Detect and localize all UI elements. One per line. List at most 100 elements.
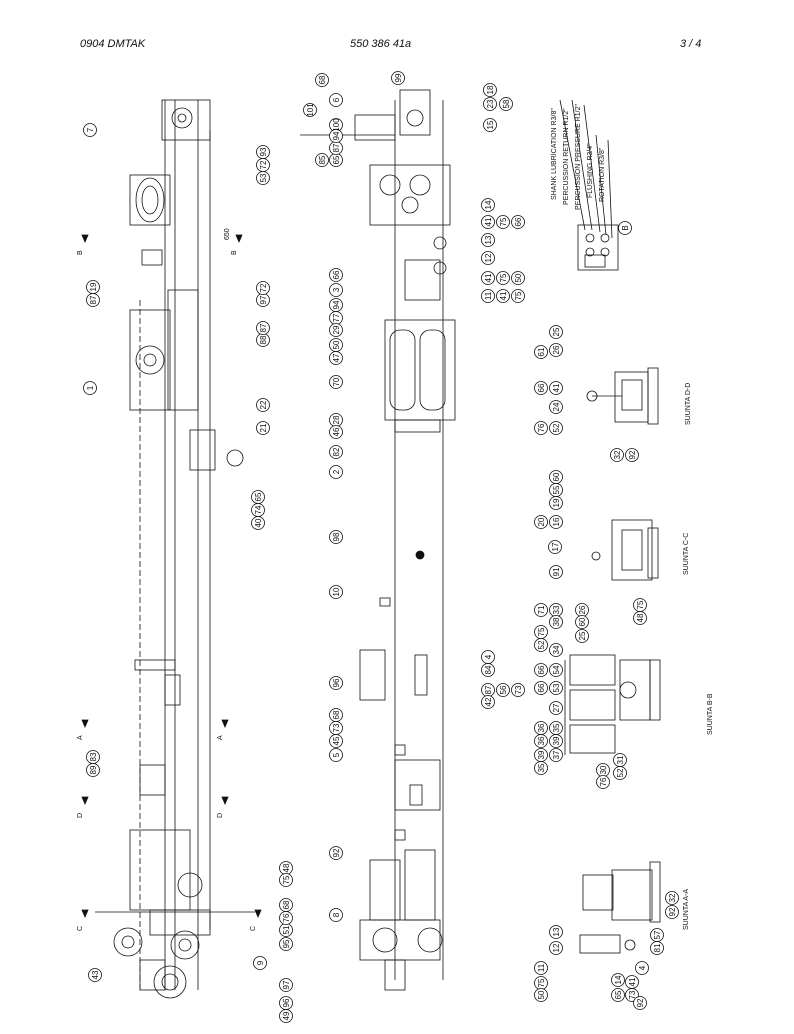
callouts: 7937253871997728887122216574408983487595… — [83, 71, 679, 1023]
callout-balloon: 87 — [329, 141, 343, 155]
callout-balloon: 73 — [329, 721, 343, 735]
svg-text:65: 65 — [332, 155, 341, 164]
callout-balloon: 21 — [256, 421, 270, 435]
callout-balloon: 36 — [534, 721, 548, 735]
callout-balloon: 87 — [256, 321, 270, 335]
callout-balloon: 6 — [329, 93, 343, 107]
callout-balloon: 66 — [534, 663, 548, 677]
svg-text:14: 14 — [484, 200, 493, 209]
svg-text:17: 17 — [551, 542, 560, 551]
svg-text:73: 73 — [628, 990, 637, 999]
callout-balloon: 97 — [279, 978, 293, 992]
svg-text:43: 43 — [91, 970, 100, 979]
callout-balloon: 27 — [549, 701, 563, 715]
marker-a-right: A — [217, 735, 224, 740]
callout-balloon: 57 — [650, 928, 664, 942]
section-title-bb: SUUNTA B-B — [707, 693, 714, 735]
callout-balloon: 82 — [329, 445, 343, 459]
callout-balloon: 50 — [329, 338, 343, 352]
callout-balloon: 15 — [483, 118, 497, 132]
callout-balloon: 18 — [483, 83, 497, 97]
svg-text:92: 92 — [628, 450, 637, 459]
svg-text:6: 6 — [332, 97, 341, 102]
callout-balloon: 92 — [329, 846, 343, 860]
callout-balloon: 70 — [329, 375, 343, 389]
callout-balloon: 76 — [279, 911, 293, 925]
callout-balloon: 49 — [279, 1009, 293, 1023]
svg-text:4: 4 — [484, 654, 493, 659]
callout-balloon: 14 — [481, 198, 495, 212]
svg-text:27: 27 — [552, 703, 561, 712]
svg-text:32: 32 — [613, 450, 622, 459]
callout-balloon: 26 — [549, 343, 563, 357]
callout-balloon: 38 — [549, 615, 563, 629]
svg-text:66: 66 — [537, 665, 546, 674]
center-drill-assembly — [300, 89, 456, 991]
svg-text:51: 51 — [282, 925, 291, 934]
svg-text:49: 49 — [282, 1011, 291, 1020]
callout-balloon: 99 — [391, 71, 405, 85]
svg-text:96: 96 — [332, 678, 341, 687]
svg-text:12: 12 — [484, 253, 493, 262]
svg-text:13: 13 — [484, 235, 493, 244]
svg-text:99: 99 — [394, 73, 403, 82]
callout-balloon: 77 — [329, 311, 343, 325]
section-title-dd: SUUNTA D-D — [685, 383, 692, 425]
callout-balloon: 75 — [496, 215, 510, 229]
callout-balloon: 37 — [549, 748, 563, 762]
callout-balloon: 2 — [329, 465, 343, 479]
callout-balloon: 76 — [596, 775, 610, 789]
marker-d-left: D — [77, 813, 84, 818]
callout-balloon: 87 — [86, 293, 100, 307]
callout-balloon: 84 — [481, 663, 495, 677]
callout-balloon: 83 — [86, 750, 100, 764]
svg-text:47: 47 — [332, 353, 341, 362]
svg-text:97: 97 — [282, 980, 291, 989]
svg-text:52: 52 — [537, 640, 546, 649]
callout-balloon: 11 — [534, 961, 548, 975]
svg-text:11: 11 — [537, 963, 546, 972]
svg-text:53: 53 — [259, 173, 268, 182]
dimension-label: 650 — [224, 228, 231, 240]
svg-text:74: 74 — [254, 505, 263, 514]
section-marker-lines — [81, 234, 262, 919]
callout-balloon: 93 — [256, 145, 270, 159]
hose-label: SHANK LUBRICATION R3/8" — [551, 108, 558, 200]
svg-text:18: 18 — [486, 85, 495, 94]
callout-balloon: 81 — [650, 941, 664, 955]
svg-text:66: 66 — [332, 270, 341, 279]
callout-balloon: 43 — [88, 968, 102, 982]
callout-balloon: 45 — [329, 734, 343, 748]
svg-text:87: 87 — [89, 295, 98, 304]
callout-balloon: 97 — [256, 293, 270, 307]
callout-balloon: 39 — [549, 734, 563, 748]
svg-text:68: 68 — [318, 75, 327, 84]
marker-c-right: C — [250, 926, 257, 931]
callout-balloon: 41 — [549, 381, 563, 395]
svg-text:84: 84 — [484, 665, 493, 674]
callout-balloon: 35 — [534, 761, 548, 775]
svg-text:97: 97 — [259, 295, 268, 304]
callout-balloon: 28 — [329, 413, 343, 427]
svg-text:61: 61 — [537, 347, 546, 356]
svg-text:36: 36 — [537, 736, 546, 745]
svg-text:60: 60 — [578, 617, 587, 626]
svg-text:70: 70 — [332, 377, 341, 386]
svg-text:101: 101 — [306, 103, 315, 117]
callout-balloon: 29 — [329, 323, 343, 337]
svg-text:46: 46 — [332, 427, 341, 436]
svg-text:66: 66 — [537, 683, 546, 692]
svg-text:76: 76 — [537, 423, 546, 432]
callout-balloon: 65 — [329, 153, 343, 167]
section-cc-drawing — [591, 519, 659, 581]
callout-balloon: 55 — [549, 483, 563, 497]
svg-text:73: 73 — [514, 685, 523, 694]
callout-balloon: 25 — [549, 325, 563, 339]
callout-balloon: 46 — [329, 425, 343, 439]
callout-balloon: 10 — [329, 585, 343, 599]
callout-balloon: 92 — [633, 996, 647, 1010]
svg-text:89: 89 — [89, 765, 98, 774]
svg-text:26: 26 — [552, 345, 561, 354]
svg-text:28: 28 — [332, 415, 341, 424]
svg-text:100: 100 — [332, 118, 341, 132]
